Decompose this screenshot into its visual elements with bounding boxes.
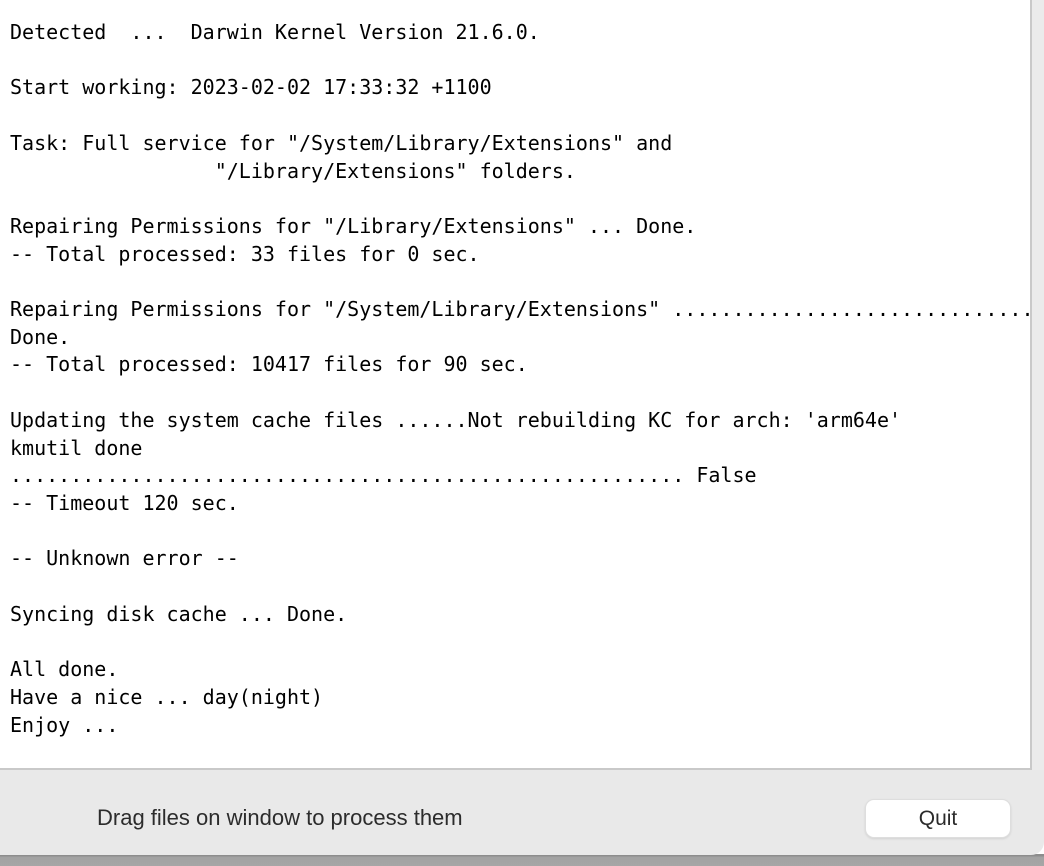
desktop-background-strip xyxy=(0,854,1044,866)
log-output-text: Detected ... Darwin Kernel Version 21.6.… xyxy=(10,20,1030,737)
drag-files-hint: Drag files on window to process them xyxy=(97,805,463,830)
log-scroll-view[interactable]: Detected ... Darwin Kernel Version 21.6.… xyxy=(0,0,1032,770)
window-right-gutter xyxy=(1032,0,1044,770)
quit-button[interactable]: Quit xyxy=(865,799,1011,838)
